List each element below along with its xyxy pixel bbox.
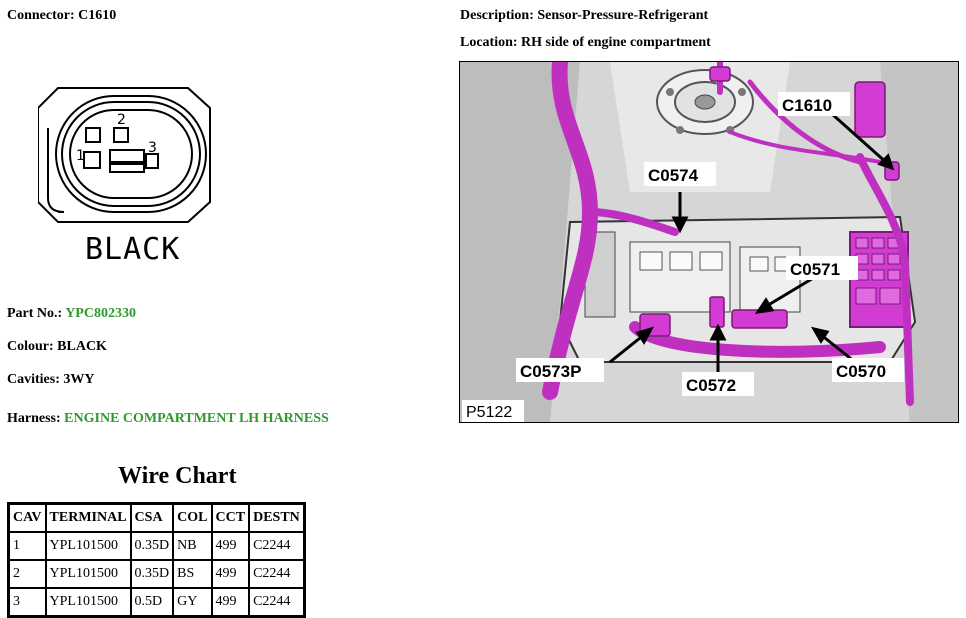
column-header: DESTN — [248, 502, 306, 533]
callout-c0574: C0574 — [648, 166, 699, 185]
table-cell: 0.35D — [129, 559, 175, 589]
pin-2-label: 2 — [117, 112, 126, 128]
wire-chart-table: CAV TERMINAL CSA COL CCT DESTN 1 YPL1015… — [7, 502, 306, 618]
table-header-row: CAV TERMINAL CSA COL CCT DESTN — [7, 502, 306, 533]
table-cell: 3 — [7, 587, 47, 618]
part-number: Part No.: YPC802330 — [7, 306, 136, 322]
description-label: Description: Sensor-Pressure-Refrigerant — [460, 8, 709, 23]
engine-compartment-illustration: C1610 C0574 C0571 C0573P C0572 C0570 P51… — [460, 62, 958, 422]
table-cell: C2244 — [248, 559, 306, 589]
table-cell: BS — [172, 559, 213, 589]
photo-reference: P5122 — [466, 404, 512, 421]
table-cell: 2 — [7, 559, 47, 589]
table-cell: GY — [172, 587, 213, 618]
location-label: Location: RH side of engine compartment — [460, 35, 711, 50]
table-cell: 0.5D — [129, 587, 175, 618]
table-cell: NB — [172, 531, 213, 561]
callout-c1610: C1610 — [782, 96, 832, 115]
table-cell: 499 — [210, 587, 251, 618]
table-cell: YPL101500 — [44, 531, 132, 561]
column-header: CSA — [129, 502, 175, 533]
table-cell: C2244 — [248, 587, 306, 618]
connector-colour-label: BLACK — [85, 232, 181, 267]
table-cell: YPL101500 — [44, 559, 132, 589]
column-header: TERMINAL — [44, 502, 132, 533]
column-header: CAV — [7, 502, 47, 533]
colour-label: Colour: BLACK — [7, 339, 107, 354]
harness: Harness: ENGINE COMPARTMENT LH HARNESS — [7, 411, 329, 427]
callout-c0572: C0572 — [686, 376, 736, 395]
table-cell: 1 — [7, 531, 47, 561]
table-cell: 0.35D — [129, 531, 175, 561]
column-header: COL — [172, 502, 213, 533]
harness-value: ENGINE COMPARTMENT LH HARNESS — [64, 411, 329, 426]
connector-label: Connector: C1610 — [7, 8, 117, 23]
harness-label: Harness: — [7, 411, 65, 426]
part-number-value: YPC802330 — [65, 306, 136, 321]
callout-c0573p: C0573P — [520, 362, 581, 381]
connector-face-diagram: 1 2 3 — [38, 87, 211, 223]
pin-3-label: 3 — [148, 140, 157, 156]
wire-chart-title: Wire Chart — [118, 463, 237, 489]
table-cell: YPL101500 — [44, 587, 132, 618]
callout-c0570: C0570 — [836, 362, 886, 381]
table-cell: 499 — [210, 559, 251, 589]
pin-1-label: 1 — [76, 148, 85, 164]
location-photo: C1610 C0574 C0571 C0573P C0572 C0570 P51… — [459, 61, 959, 423]
table-cell: C2244 — [248, 531, 306, 561]
table-row: 3 YPL101500 0.5D GY 499 C2244 — [7, 587, 306, 618]
part-number-label: Part No.: — [7, 306, 66, 321]
cavities-label: Cavities: 3WY — [7, 372, 95, 387]
table-cell: 499 — [210, 531, 251, 561]
column-header: CCT — [210, 502, 251, 533]
table-row: 2 YPL101500 0.35D BS 499 C2244 — [7, 559, 306, 589]
table-row: 1 YPL101500 0.35D NB 499 C2244 — [7, 531, 306, 561]
callout-c0571: C0571 — [790, 260, 840, 279]
